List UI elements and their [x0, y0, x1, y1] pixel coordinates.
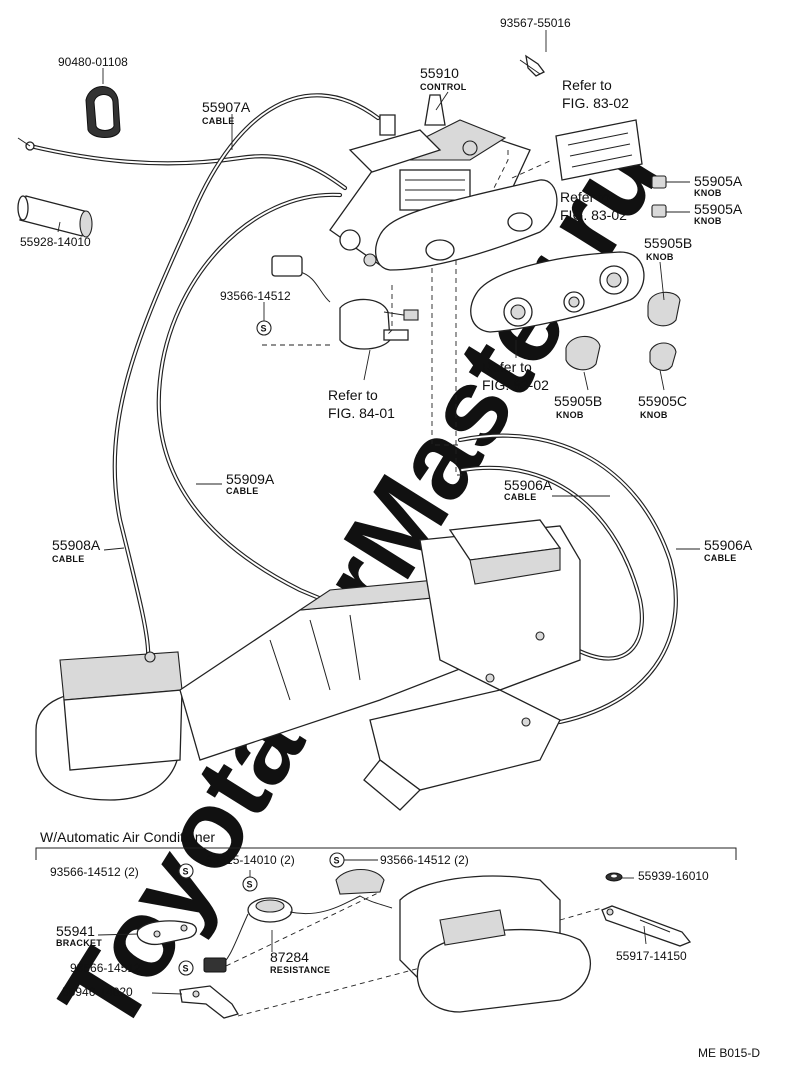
- cable-55907a-short: [17, 137, 348, 191]
- diagram-code: ME B015-D: [698, 1046, 760, 1060]
- label-55907a-name: CABLE: [202, 116, 235, 126]
- label-55917-number: 55917-14150: [616, 949, 687, 963]
- label-55905b-1-number: 55905B: [644, 235, 692, 251]
- label-55905c-number: 55905C: [638, 393, 687, 409]
- auto-ac-section: W/Automatic Air Conditioner: [35, 829, 737, 1019]
- grommet-90480: [85, 86, 121, 138]
- svg-text:S: S: [261, 324, 267, 334]
- label-55928-number: 55928-14010: [20, 235, 91, 249]
- ref-83-02-a-line2: FIG. 83-02: [562, 95, 629, 111]
- ref-83-02-c-line2: FIG. 83-02: [482, 377, 549, 393]
- label-55905a-2-name: KNOB: [694, 216, 722, 226]
- ref-83-02-b-line1: Refer to: [560, 189, 610, 205]
- clip-55946: [179, 985, 239, 1019]
- label-55910-number: 55910: [420, 65, 459, 81]
- washer-55939: [605, 872, 623, 882]
- label-55905a-1-name: KNOB: [694, 188, 722, 198]
- label-93315-number: 93315-14010 (2): [206, 853, 295, 867]
- lever-55917: [601, 905, 692, 947]
- label-55905a-1-number: 55905A: [694, 173, 743, 189]
- control-panel-face: [470, 251, 645, 333]
- label-55905b-2-name: KNOB: [556, 410, 584, 420]
- ref-84-01-line2: FIG. 84-01: [328, 405, 395, 421]
- service-symbol-4: S: [329, 852, 345, 868]
- cable-55908a: [112, 93, 381, 663]
- knob-55905a-2: [651, 204, 667, 218]
- ref-83-02-a-line1: Refer to: [562, 77, 612, 93]
- label-55946-number: 55946-14020: [62, 985, 133, 999]
- knob-55905b-2: [565, 335, 601, 371]
- control-base-plate: [375, 179, 558, 271]
- ref-83-02-c-line1: Refer to: [482, 359, 532, 375]
- label-55908a-number: 55908A: [52, 537, 101, 553]
- label-55905b-2-number: 55905B: [554, 393, 602, 409]
- cable-55906a-lower: [459, 465, 644, 661]
- label-93566b-number: 93566-14512 (2): [50, 865, 139, 879]
- ref-83-02-b-line2: FIG. 83-02: [560, 207, 627, 223]
- label-55906a-2-number: 55906A: [704, 537, 753, 553]
- heater-unit: [35, 519, 581, 811]
- dashed-leaders: [262, 150, 553, 476]
- knob-55905c: [649, 342, 677, 371]
- label-55941-name: BRACKET: [56, 938, 102, 948]
- label-87284-name: RESISTANCE: [270, 965, 330, 975]
- label-55905b-1-name: KNOB: [646, 252, 674, 262]
- svg-text:S: S: [334, 856, 340, 866]
- label-55941-number: 55941: [56, 923, 95, 939]
- label-55939-number: 55939-16010: [638, 869, 709, 883]
- knob-55905b-1: [647, 291, 681, 327]
- label-55910-name: CONTROL: [420, 82, 467, 92]
- label-55909a-name: CABLE: [226, 486, 259, 496]
- bracket-55941: [136, 920, 197, 946]
- label-55906a-1-name: CABLE: [504, 492, 537, 502]
- section-bracket: [35, 847, 737, 860]
- label-55908a-name: CABLE: [52, 554, 85, 564]
- resistance-87284: [203, 868, 393, 973]
- screw-93567: [519, 54, 545, 77]
- label-55905c-name: KNOB: [640, 410, 668, 420]
- ref-84-01-line1: Refer to: [328, 387, 378, 403]
- switch-motor: [271, 255, 419, 350]
- svg-text:S: S: [183, 867, 189, 877]
- label-93566d-number: 93566-14512: [70, 961, 141, 975]
- sleeve-55928: [17, 195, 93, 238]
- label-87284-number: 87284: [270, 949, 309, 965]
- label-55905a-2-number: 55905A: [694, 201, 743, 217]
- indicator-plate: [555, 119, 643, 181]
- cable-55906a-upper: [457, 433, 678, 725]
- section-title: W/Automatic Air Conditioner: [40, 829, 215, 845]
- label-55909a-number: 55909A: [226, 471, 275, 487]
- svg-text:S: S: [247, 880, 253, 890]
- label-93567-number: 93567-55016: [500, 16, 571, 30]
- label-93566a-number: 93566-14512: [220, 289, 291, 303]
- service-symbol-5: S: [178, 960, 194, 976]
- label-55906a-2-name: CABLE: [704, 553, 737, 563]
- label-55907a-number: 55907A: [202, 99, 251, 115]
- service-symbol-1: S: [256, 320, 272, 336]
- svg-text:S: S: [183, 964, 189, 974]
- label-55906a-1-number: 55906A: [504, 477, 553, 493]
- knob-55905a-1: [651, 175, 667, 189]
- label-90480-number: 90480-01108: [58, 55, 128, 69]
- service-symbol-3: S: [242, 876, 258, 892]
- leader-lines: [57, 30, 700, 551]
- aspirator-duct: [399, 875, 591, 1013]
- service-symbol-2: S: [178, 863, 194, 879]
- label-93566c-number: 93566-14512 (2): [380, 853, 469, 867]
- part-labels: 90480-01108 55907A CABLE 55910 CONTROL 9…: [20, 16, 753, 564]
